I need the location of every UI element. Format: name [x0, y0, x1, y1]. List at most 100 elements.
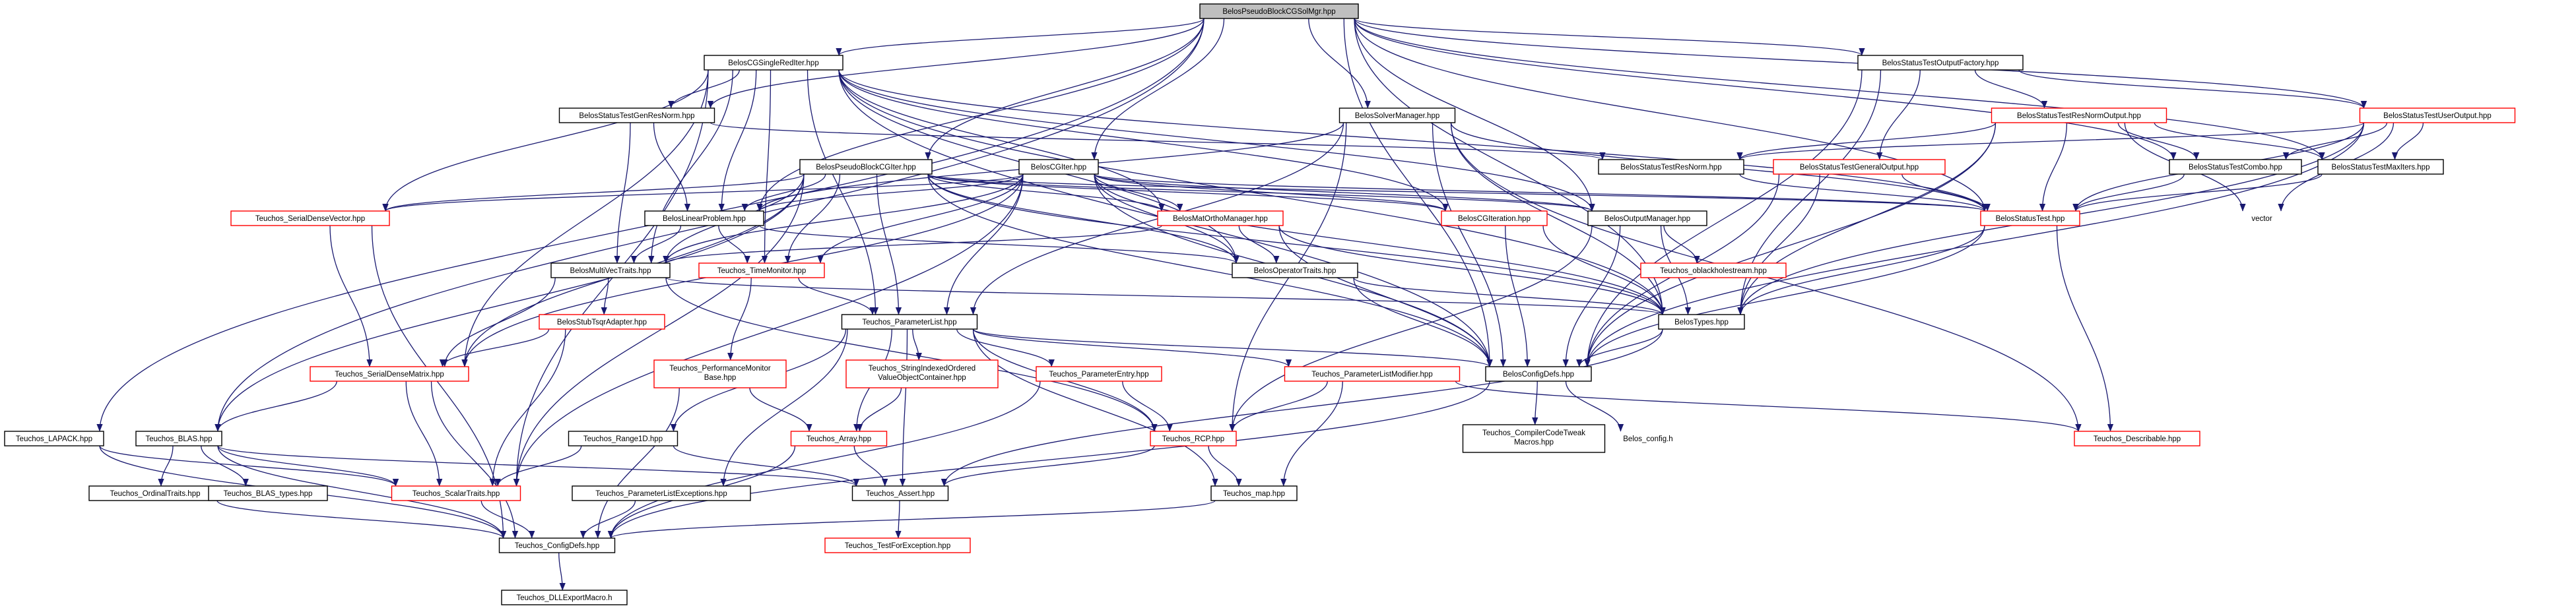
edge-serialdensematrix-to-scalartraits [405, 381, 443, 487]
node-box [572, 485, 751, 501]
node-describable[interactable]: Teuchos_Describable.hpp [2074, 431, 2200, 446]
node-gennorm[interactable]: BelosStatusTestGenResNorm.hpp [558, 107, 715, 123]
edge-paramlistexceptions-to-configdefsteuchos [579, 500, 636, 539]
edge-serialdensematrix-to-configdefsteuchos [430, 381, 519, 539]
node-cgiter[interactable]: BelosCGIter.hpp [1018, 159, 1099, 175]
node-box [790, 431, 888, 446]
edge-outputmanager-to-oblackhole [1663, 225, 1700, 264]
edge-blas-to-assert [217, 445, 859, 487]
node-assert[interactable]: Teuchos_Assert.hpp [851, 485, 949, 501]
edge-cgiter-to-serialdensevector [382, 173, 1024, 212]
node-outputmanager[interactable]: BelosOutputManager.hpp [1587, 210, 1707, 226]
node-maxiters[interactable]: BelosStatusTestMaxIters.hpp [2317, 159, 2444, 175]
edge-outputfactory-to-resnormoutput [1974, 69, 2048, 109]
node-root: BelosPseudoBlockCGSolMgr.hpp [1199, 3, 1359, 19]
node-label: BelosCGIter.hpp [1031, 164, 1086, 171]
node-box [841, 314, 978, 330]
node-pseudocgiter[interactable]: BelosPseudoBlockCGIter.hpp [799, 159, 933, 175]
edge-resnormoutput-to-maxiters [2154, 122, 2325, 160]
node-label: BelosStatusTestCombo.hpp [2189, 164, 2282, 171]
node-box [1587, 210, 1707, 226]
edge-statustest-to-configdefs [1584, 225, 1985, 367]
edge-paramentry-to-configdefsteuchos [607, 381, 1041, 539]
edge-blas-to-scalartraits [217, 445, 399, 487]
node-box [1150, 431, 1237, 446]
node-label: vector [2251, 215, 2272, 223]
node-serialdensevector[interactable]: Teuchos_SerialDenseVector.hpp [230, 210, 390, 226]
edge-cgiter-to-parameterlist [943, 173, 1024, 315]
node-range1d[interactable]: Teuchos_Range1D.hpp [568, 431, 678, 446]
node-belosconfig[interactable]: Belos_config.h [1623, 435, 1672, 443]
edge-multivectraits-to-stubtsqr [601, 277, 609, 315]
node-statustest[interactable]: BelosStatusTest.hpp [1980, 210, 2080, 226]
node-oblackhole[interactable]: Teuchos_oblackholestream.hpp [1640, 262, 1787, 278]
edge-array-to-assert [853, 445, 888, 487]
node-resnorm[interactable]: BelosStatusTestResNorm.hpp [1598, 159, 1744, 175]
edge-pseudocgiter-to-parameterlist [876, 173, 902, 315]
node-cgsinglered[interactable]: BelosCGSingleRedIter.hpp [704, 55, 843, 71]
node-blastypes[interactable]: Teuchos_BLAS_types.hpp [208, 485, 328, 501]
node-configdefs[interactable]: BelosConfigDefs.hpp [1485, 366, 1592, 382]
node-combo[interactable]: BelosStatusTestCombo.hpp [2169, 159, 2302, 175]
node-label: BelosPseudoBlockCGSolMgr.hpp [1222, 8, 1335, 16]
node-label: Teuchos_Assert.hpp [866, 490, 935, 498]
node-multivectraits[interactable]: BelosMultiVecTraits.hpp [550, 262, 671, 278]
edge-cgiter-to-statustest [1094, 173, 1988, 212]
node-label: BelosStatusTestResNormOutput.hpp [2017, 112, 2141, 120]
node-configdefsteuchos[interactable]: Teuchos_ConfigDefs.hpp [498, 537, 616, 553]
node-linearproblem[interactable]: BelosLinearProblem.hpp [644, 210, 764, 226]
node-matortho[interactable]: BelosMatOrthoManager.hpp [1157, 210, 1284, 226]
node-useroutput[interactable]: BelosStatusTestUserOutput.hpp [2359, 107, 2516, 123]
node-label: Teuchos_SerialDenseVector.hpp [255, 215, 365, 223]
node-timemonitor[interactable]: Teuchos_TimeMonitor.hpp [698, 262, 825, 278]
node-rcp[interactable]: Teuchos_RCP.hpp [1150, 431, 1237, 446]
node-parameterlist[interactable]: Teuchos_ParameterList.hpp [841, 314, 978, 330]
node-types[interactable]: BelosTypes.hpp [1658, 314, 1745, 330]
node-box [501, 590, 628, 605]
node-resnormoutput[interactable]: BelosStatusTestResNormOutput.hpp [1991, 107, 2167, 123]
node-testforexception[interactable]: Teuchos_TestForException.hpp [824, 537, 971, 553]
node-solvermanager[interactable]: BelosSolverManager.hpp [1338, 107, 1456, 123]
node-blas[interactable]: Teuchos_BLAS.hpp [135, 431, 222, 446]
edge-cgsinglered-to-serialdensevector [382, 69, 709, 212]
node-scalartraits[interactable]: Teuchos_ScalarTraits.hpp [391, 485, 521, 501]
node-vector[interactable]: vector [2251, 215, 2272, 223]
edge-resnormoutput-to-combo [2117, 122, 2200, 160]
node-generaloutput[interactable]: BelosStatusTestGeneralOutput.hpp [1773, 159, 1946, 175]
edge-cgsinglered-to-gennorm [668, 69, 740, 109]
edge-blas-to-blastypes [201, 445, 249, 487]
node-dllexport[interactable]: Teuchos_DLLExportMacro.h [501, 590, 628, 605]
node-cgiteration[interactable]: BelosCGIteration.hpp [1441, 210, 1548, 226]
node-operatortraits[interactable]: BelosOperatorTraits.hpp [1232, 262, 1358, 278]
node-paramlistmodifier[interactable]: Teuchos_ParameterListModifier.hpp [1284, 366, 1461, 382]
node-map[interactable]: Teuchos_map.hpp [1210, 485, 1298, 501]
edge-pseudocgiter-to-outputmanager [927, 173, 1595, 212]
node-label: BelosLinearProblem.hpp [663, 215, 746, 223]
node-label: BelosCGIteration.hpp [1458, 215, 1531, 223]
node-ordinaltraits[interactable]: Teuchos_OrdinalTraits.hpp [88, 485, 222, 501]
node-lapack[interactable]: Teuchos_LAPACK.hpp [4, 431, 104, 446]
node-box [644, 210, 764, 226]
node-array[interactable]: Teuchos_Array.hpp [790, 431, 888, 446]
edge-cgiter-to-outputmanager [1094, 173, 1595, 212]
edge-pseudocgiter-to-cgiteration [927, 173, 1449, 212]
node-stubtsqr[interactable]: BelosStubTsqrAdapter.hpp [539, 314, 665, 330]
node-outputfactory[interactable]: BelosStatusTestOutputFactory.hpp [1857, 55, 2024, 71]
node-paramlistexceptions[interactable]: Teuchos_ParameterListExceptions.hpp [572, 485, 751, 501]
edge-gennorm-to-resnorm [710, 122, 1606, 160]
node-serialdensematrix[interactable]: Teuchos_SerialDenseMatrix.hpp [310, 366, 469, 382]
node-label: Teuchos_DLLExportMacro.h [516, 594, 612, 602]
node-label: Teuchos_ParameterList.hpp [862, 319, 956, 326]
edge-pseudocgiter-to-blas [215, 173, 805, 432]
edge-pseudocgiter-to-serialdensevector [382, 173, 805, 212]
node-box [851, 485, 949, 501]
edge-serialdensematrix-to-blas [215, 381, 337, 432]
node-paramentry[interactable]: Teuchos_ParameterEntry.hpp [1036, 366, 1162, 382]
node-label: Teuchos_OrdinalTraits.hpp [110, 490, 200, 498]
edge-root-to-linearproblem [756, 18, 1205, 212]
